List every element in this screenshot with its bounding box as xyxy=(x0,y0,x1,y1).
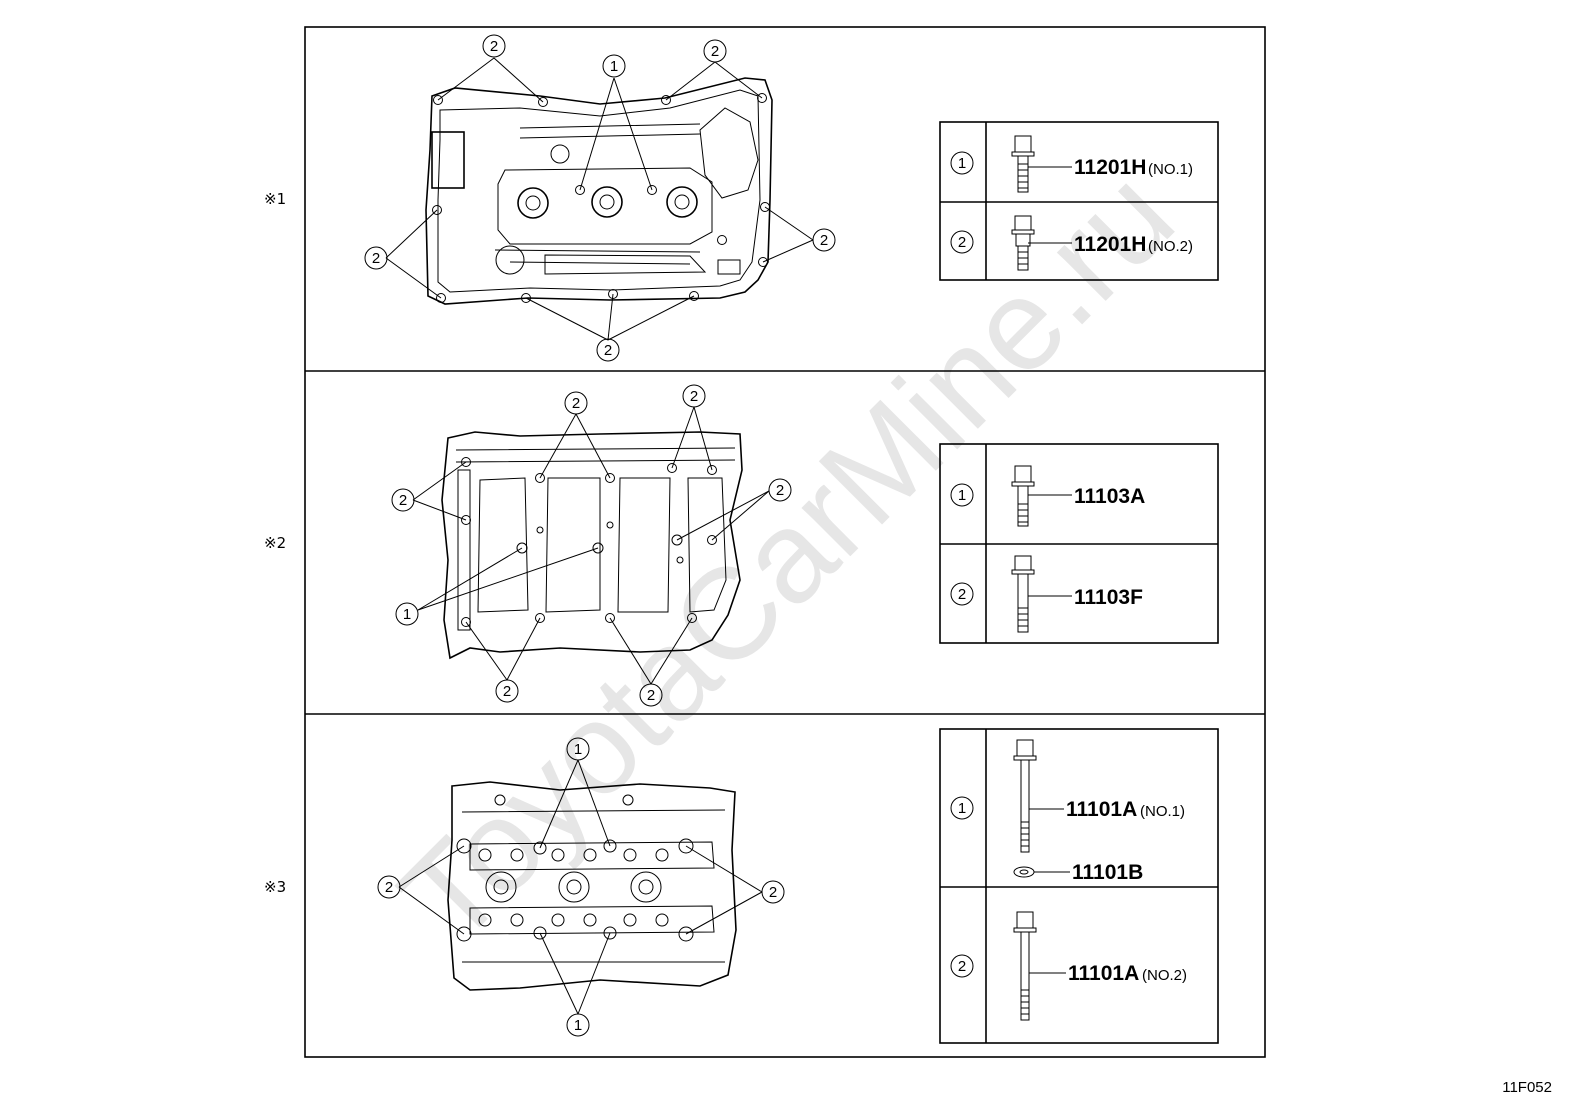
callout-2: 2 xyxy=(776,482,784,499)
section-2-callout-leaders xyxy=(412,406,770,685)
section-mark-2: ※2 xyxy=(264,534,286,552)
section-1-callout-leaders xyxy=(385,57,814,341)
legend-num: 2 xyxy=(958,586,966,603)
diagram-frame xyxy=(304,26,1266,1058)
part-variant: (NO.1) xyxy=(1148,161,1193,178)
callout-2: 2 xyxy=(572,395,580,412)
callout-2: 2 xyxy=(503,683,511,700)
washer-part-number: 11101B xyxy=(1072,861,1143,884)
section-1-legend-table: 1 2 11201H (NO.1) 11201H (NO.2) xyxy=(939,121,1219,281)
cam-housing-drawing xyxy=(425,77,773,305)
bolt-icon xyxy=(1011,215,1072,271)
bolt-icon xyxy=(1011,135,1072,193)
part-number: 11101A xyxy=(1066,798,1137,821)
callout-2: 2 xyxy=(604,342,612,359)
section-3-callouts: 1 2 2 1 xyxy=(377,737,785,1037)
legend-num: 1 xyxy=(958,155,966,172)
callout-2: 2 xyxy=(690,388,698,405)
part-number: 11101A xyxy=(1068,962,1139,985)
svg-text:ToyotaCarMine.ru: ToyotaCarMine.ru xyxy=(372,142,1201,971)
callout-2: 2 xyxy=(372,250,380,267)
callout-2: 2 xyxy=(490,38,498,55)
section-mark-3: ※3 xyxy=(264,878,286,896)
watermark: ToyotaCarMine.ru xyxy=(372,142,1201,971)
callout-2: 2 xyxy=(385,879,393,896)
callout-1: 1 xyxy=(574,1017,582,1034)
legend-num: 1 xyxy=(958,487,966,504)
section-3-callout-leaders xyxy=(398,759,763,1015)
cylinder-head-drawing xyxy=(447,781,737,991)
part-number: 11201H xyxy=(1074,233,1146,256)
part-variant: (NO.1) xyxy=(1140,803,1185,820)
part-number: 11201H xyxy=(1074,156,1146,179)
legend-num: 2 xyxy=(958,958,966,975)
section-mark-1: ※1 xyxy=(264,190,286,208)
callout-2: 2 xyxy=(820,232,828,249)
callout-2: 2 xyxy=(647,687,655,704)
callout-2: 2 xyxy=(769,884,777,901)
part-number: 11103F xyxy=(1074,586,1143,609)
section-2-legend-table: 1 2 11103A 11103F xyxy=(939,443,1219,644)
callout-1: 1 xyxy=(403,606,411,623)
bolt-icon xyxy=(1013,911,1066,1021)
callout-1: 1 xyxy=(610,58,618,75)
washer-icon xyxy=(1013,866,1070,878)
legend-num: 2 xyxy=(958,234,966,251)
section-2-callouts: 2 2 2 2 1 2 2 xyxy=(391,384,792,707)
bolt-icon xyxy=(1011,465,1072,527)
part-variant: (NO.2) xyxy=(1142,967,1187,984)
part-variant: (NO.2) xyxy=(1148,238,1193,255)
section-1-callouts: 2 1 2 2 2 2 xyxy=(364,34,836,362)
callout-1: 1 xyxy=(574,741,582,758)
part-number: 11103A xyxy=(1074,485,1145,508)
cylinder-block-drawing xyxy=(441,431,743,660)
bolt-icon xyxy=(1013,739,1064,853)
section-3-legend-table: 1 2 11101A (NO.1) 11101B 11101A (NO.2) xyxy=(939,728,1219,1044)
figure-code: 11F052 xyxy=(1502,1079,1552,1096)
callout-2: 2 xyxy=(711,43,719,60)
callout-2: 2 xyxy=(399,492,407,509)
bolt-icon xyxy=(1011,555,1072,633)
legend-num: 1 xyxy=(958,800,966,817)
